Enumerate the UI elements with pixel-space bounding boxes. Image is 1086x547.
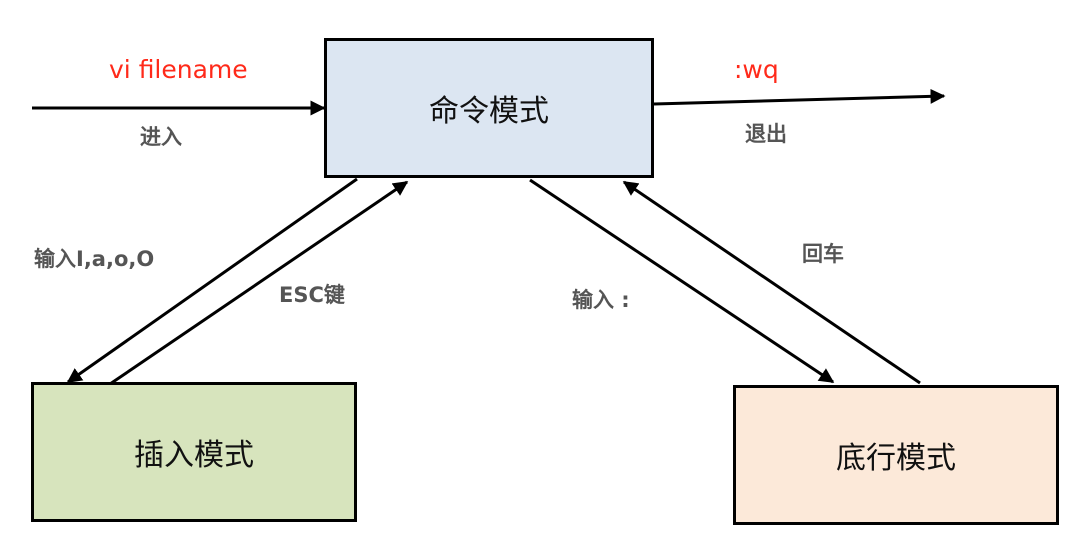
- insert-mode-box: 插入模式: [31, 382, 357, 522]
- insert-keys-label: 输入I,a,o,O: [34, 247, 155, 271]
- open-command-label: vi filename: [109, 55, 248, 84]
- bottom-line-mode-box: 底行模式: [733, 385, 1059, 525]
- exit-arrow: [653, 88, 946, 106]
- esc-key-label: ESC键: [279, 283, 345, 307]
- to-bottom-line-arrow: [529, 178, 835, 384]
- enter-label: 进入: [140, 125, 182, 149]
- return-to-command-arrow: [622, 180, 921, 385]
- exit-label: 退出: [745, 122, 787, 146]
- input-colon-label: 输入 :: [572, 288, 630, 312]
- esc-to-command-arrow: [109, 180, 409, 386]
- to-insert-arrow: [66, 177, 358, 384]
- save-quit-label: :wq: [734, 55, 779, 84]
- return-key-label: 回车: [802, 242, 844, 266]
- command-mode-box: 命令模式: [324, 38, 654, 178]
